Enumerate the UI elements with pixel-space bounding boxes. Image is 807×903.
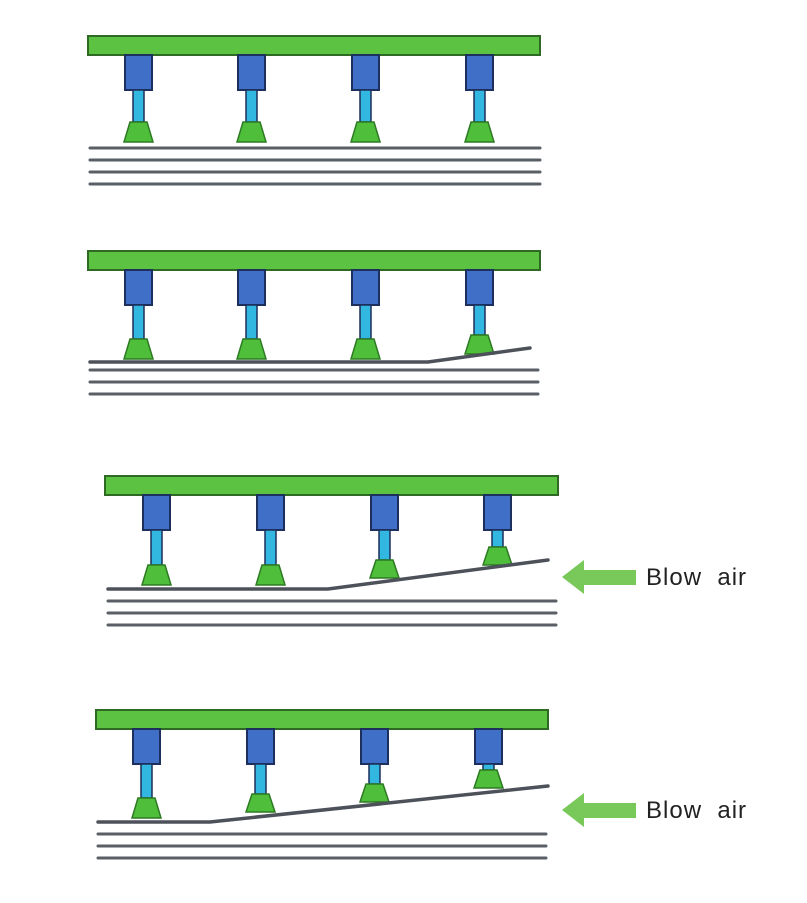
blow-air-label: Blow air (646, 564, 747, 591)
suction-unit (472, 728, 505, 789)
air-arrow-icon (562, 560, 636, 594)
gantry-beam (104, 475, 559, 496)
gantry-beam (95, 709, 549, 730)
lifted-top-sheet (106, 558, 550, 591)
panel-1 (87, 35, 542, 186)
panel-4: Blow air (95, 709, 747, 860)
panel-3: Blow air (104, 475, 747, 627)
blow-air-label: Blow air (646, 797, 747, 824)
suction-unit (244, 728, 277, 813)
suction-unit (368, 494, 401, 579)
suction-unit (481, 494, 514, 566)
suction-unit (140, 494, 173, 586)
suction-unit (463, 54, 496, 143)
suction-unit (463, 269, 496, 355)
sheet-stack (88, 346, 540, 396)
sheet-stack (106, 558, 558, 627)
suction-unit (349, 269, 382, 360)
gantry-beam (87, 35, 541, 56)
suction-unit (358, 728, 391, 803)
suction-unit (235, 54, 268, 143)
lifted-top-sheet (96, 784, 550, 824)
suction-unit (122, 269, 155, 360)
suction-unit (122, 54, 155, 143)
suction-unit (349, 54, 382, 143)
suction-unit (130, 728, 163, 819)
gantry-beam (87, 250, 541, 271)
air-arrow-icon (562, 793, 636, 827)
suction-unit (254, 494, 287, 586)
panel-2 (87, 250, 541, 396)
sheet-stack (88, 146, 542, 186)
sheet-stack (96, 784, 550, 860)
suction-unit (235, 269, 268, 360)
lifted-top-sheet (88, 346, 532, 364)
